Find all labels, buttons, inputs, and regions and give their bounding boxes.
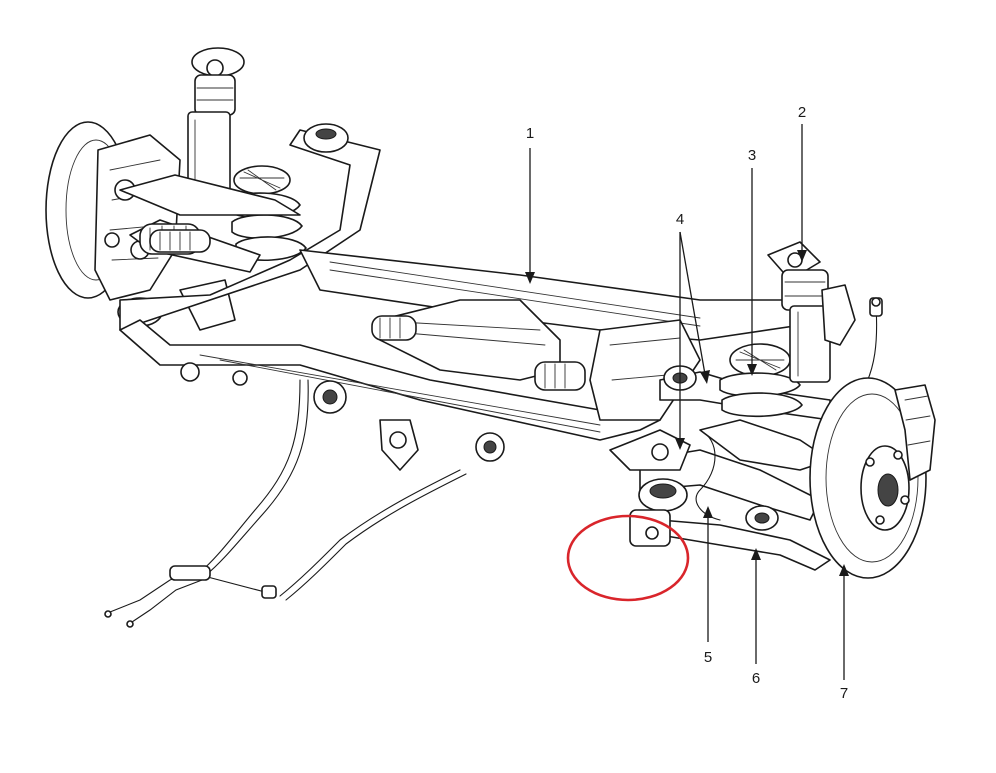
callout-1: 1 xyxy=(526,125,534,142)
callout-labels: 1 2 3 4 5 6 7 xyxy=(526,104,848,702)
right-lower-arms xyxy=(609,429,831,571)
highlight-circle xyxy=(566,514,690,602)
callout-leaders xyxy=(525,124,849,680)
callout-2: 2 xyxy=(798,104,806,121)
drive-shafts-differential xyxy=(149,229,586,471)
callout-4: 4 xyxy=(676,211,684,228)
parking-brake-cables xyxy=(104,379,467,628)
right-brake-disc xyxy=(809,377,936,579)
right-shock-absorber xyxy=(767,241,856,383)
right-coil-spring xyxy=(719,343,803,418)
callout-5: 5 xyxy=(704,649,712,666)
left-wheel-hub-assembly xyxy=(45,121,181,301)
shock-absorber-icon xyxy=(194,74,236,116)
left-shock-absorber xyxy=(187,47,245,195)
callout-7: 7 xyxy=(840,685,848,702)
callout-6: 6 xyxy=(752,670,760,687)
callout-3: 3 xyxy=(748,147,756,164)
